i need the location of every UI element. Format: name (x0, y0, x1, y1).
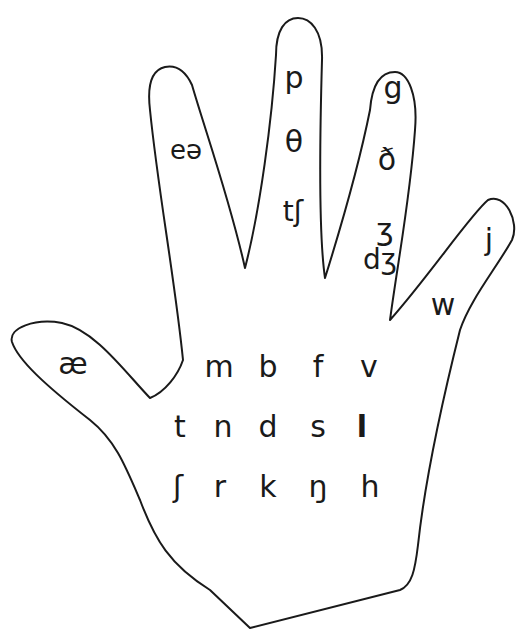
phoneme-label: dʒ (363, 246, 397, 274)
hand-outline-path (12, 18, 515, 628)
phoneme-label: ð (378, 145, 396, 175)
phoneme-label: s (310, 412, 326, 442)
phoneme-label: b (258, 352, 277, 382)
phoneme-label: f (313, 352, 324, 382)
phoneme-label: eə (170, 137, 202, 163)
phoneme-label: m (204, 352, 233, 382)
phoneme-label: k (259, 472, 276, 502)
phoneme-label: p (284, 63, 303, 93)
phoneme-label: g (383, 73, 402, 103)
phoneme-label: t (174, 412, 186, 442)
phoneme-label: ŋ (308, 472, 327, 502)
phoneme-label: v (360, 352, 378, 382)
phoneme-label: tʃ (283, 198, 303, 226)
phoneme-label: r (214, 472, 226, 502)
phoneme-label: n (213, 412, 232, 442)
phoneme-label: ʃ (173, 472, 183, 502)
phoneme-label: j (485, 225, 493, 255)
phoneme-label: θ (285, 127, 303, 157)
phoneme-label: ʒ (376, 215, 393, 245)
phoneme-label: d (258, 412, 277, 442)
phoneme-label: h (360, 472, 379, 502)
phoneme-label: æ (58, 349, 87, 379)
phoneme-label: w (431, 290, 456, 320)
phoneme-label: l (357, 412, 367, 442)
